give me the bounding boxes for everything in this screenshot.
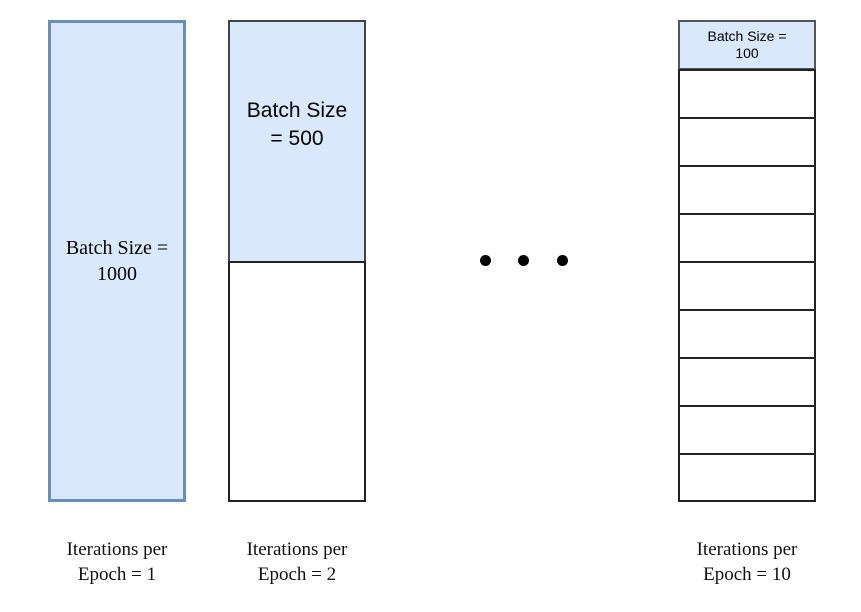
- ellipsis-dot: [557, 255, 568, 266]
- bar1-caption: Iterations per Epoch = 1: [66, 539, 168, 585]
- bar3-batch-block: Batch Size = 100: [678, 20, 816, 70]
- ellipsis-dot: [518, 255, 529, 266]
- bar2-empty-block: [228, 261, 366, 502]
- bar2-batch-label: Batch Size = 500: [246, 98, 348, 150]
- bar1-batch-label: Batch Size = 1000: [65, 237, 169, 285]
- bar3-empty-block: [678, 357, 816, 407]
- bar2-caption: Iterations per Epoch = 2: [246, 539, 348, 585]
- bar3-batch-label: Batch Size = 100: [707, 28, 787, 61]
- bar3-empty-block: [678, 453, 816, 502]
- bar1-batch-block: Batch Size = 1000: [48, 20, 186, 502]
- bar3-empty-block: [678, 165, 816, 215]
- ellipsis-dot: [480, 255, 491, 266]
- bar3-caption: Iterations per Epoch = 10: [696, 539, 798, 585]
- bar2-batch-block: Batch Size = 500: [228, 20, 366, 263]
- bar3-empty-block: [678, 309, 816, 359]
- bar3-empty-block: [678, 213, 816, 263]
- bar3-empty-block: [678, 405, 816, 455]
- bar3-empty-block: [678, 261, 816, 311]
- bar3-empty-block: [678, 69, 816, 119]
- bar3-empty-block: [678, 117, 816, 167]
